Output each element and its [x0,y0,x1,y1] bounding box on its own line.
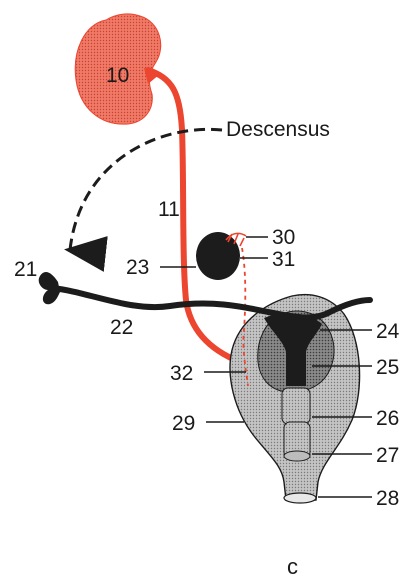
label-descensus: Descensus [226,118,330,141]
label-uterine-body: 24 [376,320,400,343]
ovary [196,232,240,280]
label-tube: 22 [110,316,133,339]
label-cervix-upper: 26 [376,407,399,430]
label-wall: 29 [172,412,195,435]
label-appendage-30: 30 [272,226,295,249]
label-tube-opening: 21 [14,258,37,281]
label-vagina-opening: 28 [376,487,399,510]
label-duct-remnant: 32 [170,362,193,385]
label-ureter: 11 [158,198,180,221]
label-kidney: 10 [106,64,129,87]
panel-label: c [287,554,298,577]
label-cervix-lower: 27 [376,444,399,467]
label-appendage-31: 31 [272,248,295,271]
cervix-segment-1 [282,388,310,424]
cervix-ring [284,451,310,461]
tube-fimbria [39,272,60,304]
label-uterine-cavity: 25 [376,356,399,379]
label-ovary: 23 [126,256,149,279]
descensus-arrow [70,129,222,250]
vaginal-opening [284,493,316,503]
